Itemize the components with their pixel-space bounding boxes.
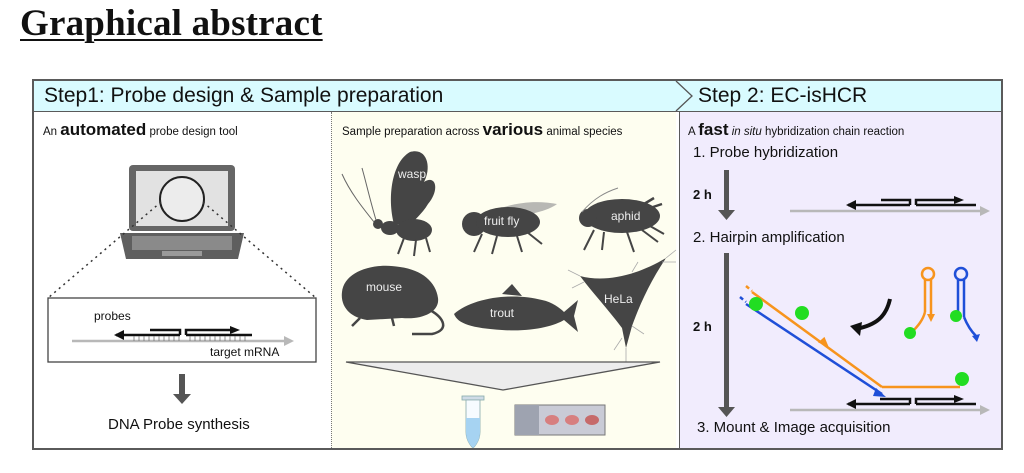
probe-right xyxy=(184,326,252,341)
hcr-illustration xyxy=(718,170,990,417)
species-label-trout: trout xyxy=(490,306,515,320)
probe-zoom-box xyxy=(47,297,317,363)
subtitle-emphasis: fast xyxy=(698,120,729,139)
laptop-icon xyxy=(120,165,244,259)
hcr-polymer xyxy=(739,285,969,397)
hela-cell-silhouette xyxy=(567,249,677,362)
species-label-aphid: aphid xyxy=(611,209,641,223)
subtitle-suffix: animal species xyxy=(546,126,623,138)
probes-label: probes xyxy=(94,309,131,323)
ec-ishcr-panel: A fast in situ hybridization chain react… xyxy=(679,112,1001,448)
target-mrna-label: target mRNA xyxy=(210,345,280,359)
hcr-subtitle: A fast in situ hybridization chain react… xyxy=(688,120,904,140)
species-label-fruit-fly: fruit fly xyxy=(484,214,520,228)
hybridized-probes-step1 xyxy=(790,196,990,216)
species-label-mouse: mouse xyxy=(366,280,403,294)
chevron-right-icon xyxy=(675,81,693,111)
mrna-arrowhead xyxy=(284,336,294,346)
probe-design-subtitle: An automated probe design tool xyxy=(43,120,238,140)
step1-heading: Step1: Probe design & Sample preparation xyxy=(44,84,444,107)
sample-preparation-panel: Sample preparation across various animal… xyxy=(331,112,677,448)
zoom-line-right xyxy=(202,201,317,299)
duration-hybridization: 2 h xyxy=(693,187,712,202)
species-illustration xyxy=(341,151,677,448)
hairpin-blue xyxy=(950,266,980,342)
species-label-hela: HeLa xyxy=(604,292,633,306)
step-mount-image: 3. Mount & Image acquisition xyxy=(697,419,891,436)
sample-tube-icon xyxy=(461,395,485,448)
tissue-slide-icon xyxy=(514,404,606,436)
subtitle-emphasis: various xyxy=(482,120,544,139)
subtitle-prefix: Sample preparation across xyxy=(342,126,480,138)
timeline-arrow-2-shaft xyxy=(724,253,729,409)
probe-left xyxy=(114,328,182,341)
dna-probe-synthesis-label: DNA Probe synthesis xyxy=(108,416,250,433)
step-probe-hybridization: 1. Probe hybridization xyxy=(693,144,839,161)
subtitle-suffix: hybridization chain reaction xyxy=(764,126,905,138)
hairpin-orange xyxy=(904,266,936,339)
subtitle-emphasis: automated xyxy=(60,120,147,139)
funnel-shape xyxy=(345,361,661,391)
hybridized-probes-step3 xyxy=(790,395,990,415)
wasp-silhouette xyxy=(341,151,436,257)
sample-subtitle: Sample preparation across various animal… xyxy=(342,120,622,140)
timeline-arrow-1-shaft xyxy=(724,170,729,212)
header-bar: Step1: Probe design & Sample preparation… xyxy=(34,81,1001,112)
species-label-wasp: wasp xyxy=(398,167,427,181)
subtitle-prefix: An xyxy=(43,126,58,138)
probe-design-illustration xyxy=(47,165,317,404)
zoom-line-left xyxy=(47,201,162,299)
aphid-silhouette xyxy=(579,187,665,253)
subtitle-italic: in situ xyxy=(731,126,762,138)
down-arrow-icon xyxy=(173,394,191,404)
down-arrow-shaft xyxy=(179,374,185,396)
subtitle-prefix: A xyxy=(688,126,696,138)
graphical-abstract-frame: Step1: Probe design & Sample preparation… xyxy=(32,79,1003,450)
probe-design-panel: An automated probe design tool xyxy=(34,112,331,448)
timeline-arrow-2-icon xyxy=(718,407,735,417)
step2-heading: Step 2: EC-isHCR xyxy=(698,84,868,107)
fruit-fly-silhouette xyxy=(462,202,557,255)
page-title: Graphical abstract xyxy=(20,3,323,44)
trout-silhouette xyxy=(454,284,578,332)
step-hairpin-amplification: 2. Hairpin amplification xyxy=(693,229,845,246)
mouse-silhouette xyxy=(341,265,445,336)
timeline-arrow-1-icon xyxy=(718,210,735,220)
duration-amplification: 2 h xyxy=(693,319,712,334)
subtitle-suffix: probe design tool xyxy=(149,126,238,138)
